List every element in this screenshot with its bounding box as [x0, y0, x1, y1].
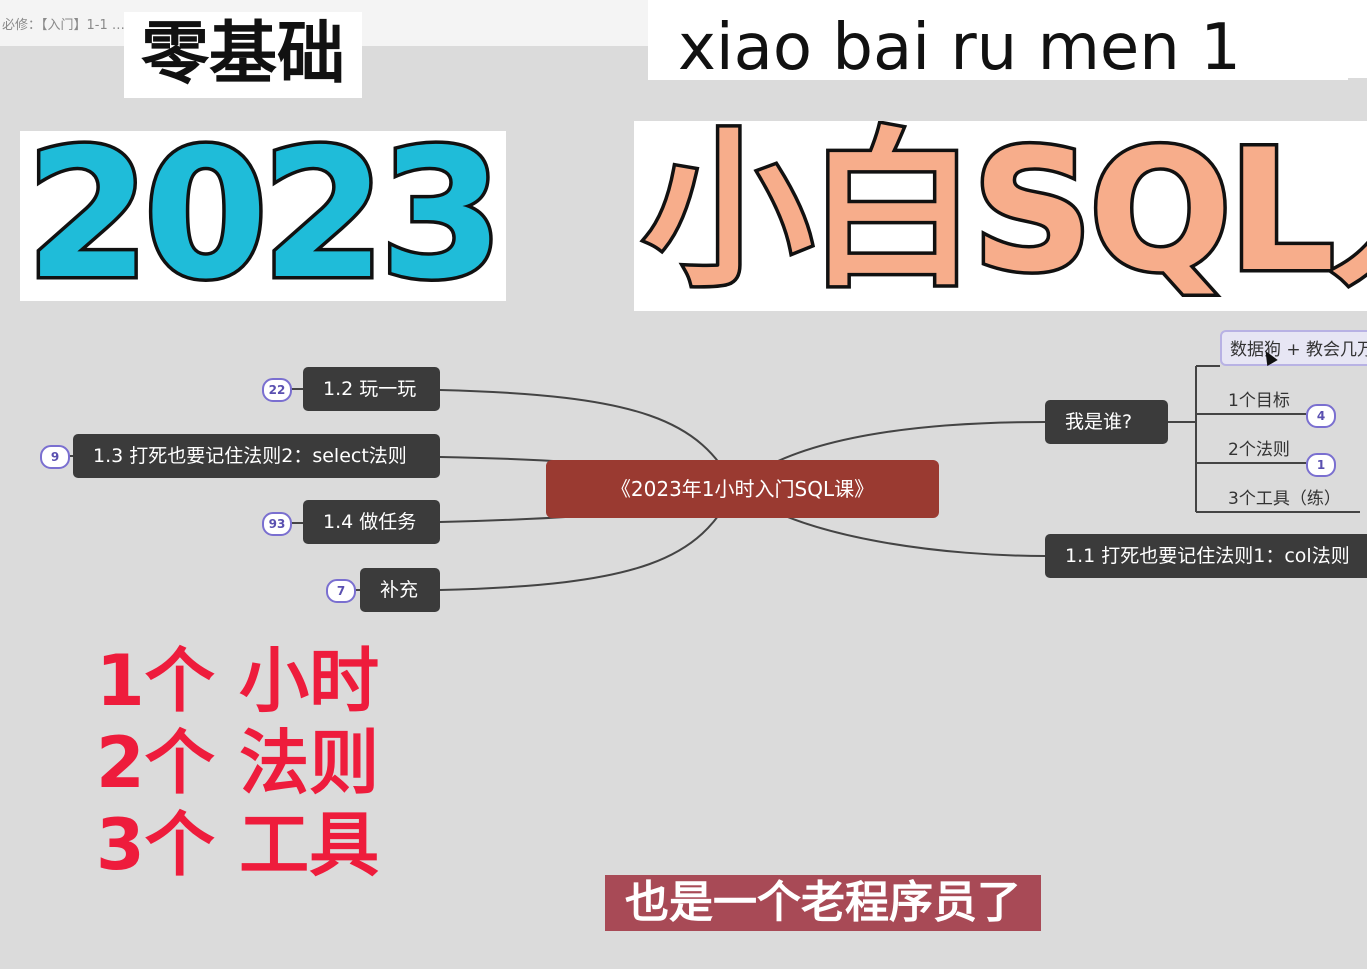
summary-lines: 1个 小时 2个 法则 3个 工具	[96, 640, 379, 886]
leaf-rules[interactable]: 2个法则	[1228, 440, 1290, 460]
summary-line: 2个 法则	[96, 722, 380, 804]
leaf-goal[interactable]: 1个目标	[1228, 391, 1290, 411]
badge-count[interactable]: 93	[262, 512, 292, 536]
year-banner	[20, 131, 506, 301]
summary-line: 1个 小时	[96, 640, 380, 722]
node-whoami[interactable]: 我是谁?	[1045, 400, 1168, 444]
badge-count[interactable]: 1	[1306, 453, 1336, 477]
summary-line: 3个 工具	[96, 804, 380, 886]
pinyin-title: xiao bai ru men 1	[648, 8, 1348, 85]
node-select-rule[interactable]: 1.3 打死也要记住法则2：select法则	[73, 434, 440, 478]
badge-count[interactable]: 9	[40, 445, 70, 469]
node-task[interactable]: 1.4 做任务	[303, 500, 440, 544]
badge-count[interactable]: 4	[1306, 404, 1336, 428]
center-node[interactable]: 《2023年1小时入门SQL课》	[546, 460, 939, 518]
node-extra[interactable]: 补充	[360, 568, 440, 612]
badge-count[interactable]: 7	[326, 579, 356, 603]
node-hint[interactable]: 数据狗 + 教会几万	[1220, 330, 1367, 366]
zero-basis-label: 零基础	[124, 12, 362, 98]
video-subtitle: 也是一个老程序员了	[605, 875, 1041, 931]
link-bracket	[1168, 365, 1360, 513]
title-banner: 小白SQL入	[634, 121, 1367, 311]
year-text: 2023	[22, 111, 506, 318]
node-play[interactable]: 1.2 玩一玩	[303, 367, 440, 411]
node-col-rule[interactable]: 1.1 打死也要记住法则1：col法则	[1045, 534, 1367, 578]
course-title: 小白SQL入	[641, 121, 1367, 311]
badge-count[interactable]: 22	[262, 378, 292, 402]
link-badges-left	[66, 388, 360, 591]
leaf-tools[interactable]: 3个工具（练）	[1228, 489, 1341, 509]
